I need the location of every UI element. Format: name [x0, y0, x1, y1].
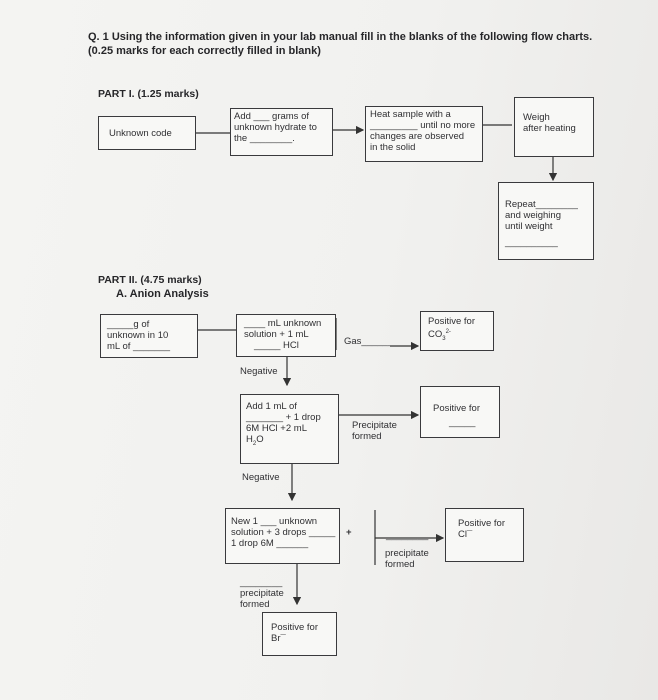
- new-line2: solution + 3 drops _____: [231, 527, 336, 538]
- precip1-line2: formed: [352, 431, 382, 442]
- repeat-line4: __________: [505, 237, 558, 248]
- co3-line1: Positive for: [428, 316, 475, 327]
- blank-line: ________: [386, 530, 429, 541]
- add1-line2: _______ + 1 drop: [246, 412, 321, 423]
- start-line1: _____g of: [107, 319, 150, 330]
- ml-unknown-box: ____ mL unknown solution + 1 mL _____ HC…: [236, 314, 336, 357]
- co3-formula: CO: [428, 329, 443, 341]
- positive-br-box: Positive for Br¯: [262, 612, 337, 656]
- precip2-line2: formed: [385, 559, 415, 570]
- posfor-line1: Positive for: [433, 403, 480, 414]
- posfor-line2: _____: [449, 417, 476, 428]
- part2-heading: PART II. (4.75 marks): [98, 274, 202, 286]
- precipitate-formed-2: precipitate formed: [385, 548, 429, 570]
- add-grams-line2: unknown hydrate to: [234, 122, 317, 133]
- add1-line4: H2O: [246, 434, 338, 450]
- gas-label: Gas_______: [344, 336, 399, 347]
- ml-line2: solution + 1 mL: [244, 329, 309, 340]
- co3-line2: CO32-: [428, 327, 493, 345]
- heat-line1: Heat sample with a: [370, 109, 451, 120]
- heat-sample-box: Heat sample with a _________ until no mo…: [365, 106, 483, 162]
- weigh-line2: after heating: [523, 123, 576, 134]
- add-grams-line1: Add ___ grams of: [234, 111, 309, 122]
- add1-line3: 6M HCl +2 mL: [246, 423, 307, 434]
- precip3-line0: ________: [240, 577, 283, 588]
- precipitate-formed-3: ________ precipitate formed: [240, 577, 284, 610]
- unknown-code-box: Unknown code: [98, 116, 196, 150]
- br-line2: Br¯: [271, 633, 286, 644]
- ml-line1: ____ mL unknown: [244, 318, 322, 329]
- question-title: Q. 1 Using the information given in your…: [88, 31, 593, 57]
- unknown-code-label: Unknown code: [109, 128, 172, 139]
- heat-line2: _________ until no more: [370, 120, 476, 131]
- new-line3: 1 drop 6M ______: [231, 538, 309, 549]
- positive-for-box: Positive for _____: [420, 386, 500, 438]
- add-grams-box: Add ___ grams of unknown hydrate to the …: [230, 108, 333, 156]
- positive-cl-box: Positive for Cl¯: [445, 508, 524, 562]
- start-line2: unknown in 10: [107, 330, 169, 341]
- add-1ml-box: Add 1 mL of _______ + 1 drop 6M HCl +2 m…: [240, 394, 339, 464]
- heat-line4: in the solid: [370, 142, 416, 153]
- start-line3: mL of _______: [107, 341, 171, 352]
- start-box: _____g of unknown in 10 mL of _______: [100, 314, 198, 358]
- repeat-line1: Repeat________: [505, 199, 578, 210]
- negative-label-2: Negative: [242, 472, 280, 483]
- br-line1: Positive for: [271, 622, 318, 633]
- repeat-line2: and weighing: [505, 210, 561, 221]
- negative-label-1: Negative: [240, 366, 278, 377]
- cl-line1: Positive for: [458, 518, 505, 529]
- precip3-line2: formed: [240, 599, 270, 610]
- precip3-line1: precipitate: [240, 588, 284, 599]
- weigh-line1: Weigh: [523, 112, 550, 123]
- precip2-line1: precipitate: [385, 548, 429, 559]
- precipitate-formed-1: Precipitate formed: [352, 420, 397, 442]
- water-o: O: [256, 434, 264, 445]
- add1-line1: Add 1 mL of: [246, 401, 297, 412]
- water-subscript: 2: [252, 440, 257, 447]
- anion-analysis-heading: A. Anion Analysis: [116, 288, 209, 300]
- plus-sign: +: [346, 527, 352, 538]
- heat-line3: changes are observed: [370, 131, 465, 142]
- co3-superscript: 2-: [445, 329, 451, 335]
- repeat-box: Repeat________ and weighing until weight…: [498, 182, 594, 260]
- cl-line2: Cl¯: [458, 529, 473, 540]
- co3-subscript: 3: [442, 336, 446, 343]
- add-grams-line3: the ________.: [234, 133, 295, 144]
- precip1-line1: Precipitate: [352, 420, 397, 431]
- water-h: H: [246, 434, 253, 445]
- co3-box: Positive for CO32-: [420, 311, 494, 351]
- ml-line3: _____ HCl: [254, 340, 299, 351]
- new-unknown-box: New 1 ___ unknown solution + 3 drops ___…: [225, 508, 340, 564]
- weigh-box: Weigh after heating: [514, 97, 594, 157]
- new-line1: New 1 ___ unknown: [231, 516, 318, 527]
- repeat-line3: until weight: [505, 221, 553, 232]
- part1-heading: PART I. (1.25 marks): [98, 88, 199, 100]
